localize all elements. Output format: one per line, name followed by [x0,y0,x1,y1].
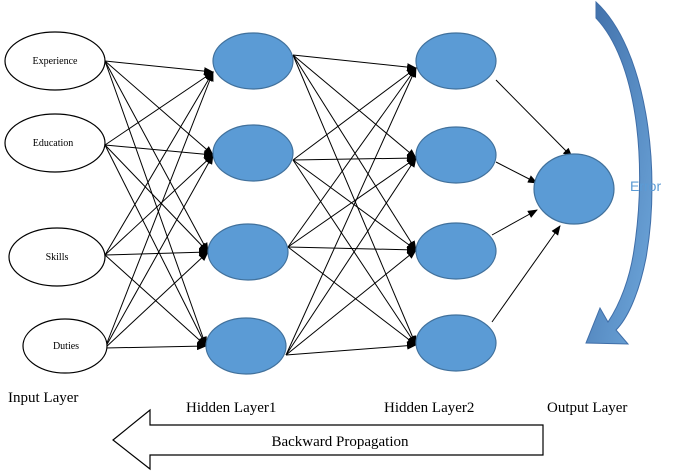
error-arrow [585,0,653,345]
backprop-arrow [112,408,544,471]
connection-arrow [292,54,417,72]
connection-arrow [285,157,417,356]
connection-arrow [287,157,417,248]
connection-arrow [285,249,417,356]
hidden1-nodes [205,32,294,375]
hidden1-node [205,317,287,375]
input-node-label: Education [33,138,74,149]
error-label: Error [630,178,661,194]
connection-arrow [104,71,214,146]
input-node-label: Experience [33,56,79,67]
connection-arrow [104,154,214,349]
connection-arrow [292,67,417,161]
input-layer-label: Input Layer [8,390,78,406]
connection-arrow [285,67,417,356]
connection-arrow [104,60,209,253]
connections [104,54,573,356]
connection-arrow [104,144,207,347]
connection-arrow [104,248,209,257]
connection-arrow [104,60,214,76]
connection-arrow [104,251,209,349]
connection-arrow [285,341,417,356]
connection-arrow [292,54,417,159]
connection-arrow [287,67,417,248]
connection-arrow [104,71,214,349]
hidden-layer1-label: Hidden Layer1 [186,400,276,416]
hidden-layer2-label: Hidden Layer2 [384,400,474,416]
connection-arrow [292,54,417,251]
hidden1-node [207,223,289,281]
hidden2-node [415,126,497,184]
connection-arrow [292,159,417,346]
input-node-duties: Duties [22,318,108,374]
connection-arrow [495,79,573,158]
connection-arrow [287,246,417,346]
input-node-label: Skills [46,252,69,263]
backprop-label: Backward Propagation [271,434,409,450]
output-layer-label: Output Layer [547,400,627,416]
output-node [533,153,615,225]
hidden2-node [415,314,497,372]
connection-arrow [104,154,214,256]
hidden2-node [415,222,497,280]
connection-arrow [104,60,207,347]
connection-arrow [292,159,417,251]
connection-arrow [495,161,538,184]
connection-arrow [292,54,417,346]
connection-arrow [287,245,417,254]
input-node-experience: Experience [4,31,106,91]
connection-arrow [292,154,417,163]
input-node-label: Duties [53,341,79,352]
hidden1-node [212,124,294,182]
connection-arrow [491,209,538,236]
connection-arrow [104,144,214,159]
hidden2-nodes [415,32,497,372]
connection-arrow [104,71,214,256]
connection-arrow [104,342,207,351]
input-node-education: Education [4,113,106,173]
input-node-skills: Skills [8,227,106,287]
hidden2-node [415,32,497,90]
connection-arrow [491,225,561,323]
hidden1-node [212,32,294,90]
connection-arrow [104,144,209,253]
